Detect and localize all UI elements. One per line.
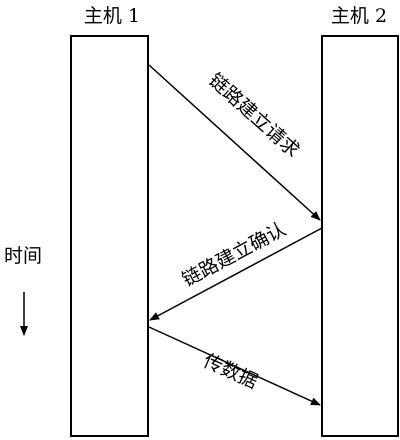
host2-label: 主机 2 [331,5,387,27]
request-arrow [148,64,321,221]
host1-label: 主机 1 [84,5,140,27]
confirm-arrow [149,227,323,321]
host2-lifeline [321,35,399,437]
data-arrow [148,326,321,406]
time-label: 时间 [4,245,42,267]
request-label: 链路建立请求 [204,69,303,162]
data-label: 传数据 [200,350,261,393]
host1-lifeline [70,35,149,437]
